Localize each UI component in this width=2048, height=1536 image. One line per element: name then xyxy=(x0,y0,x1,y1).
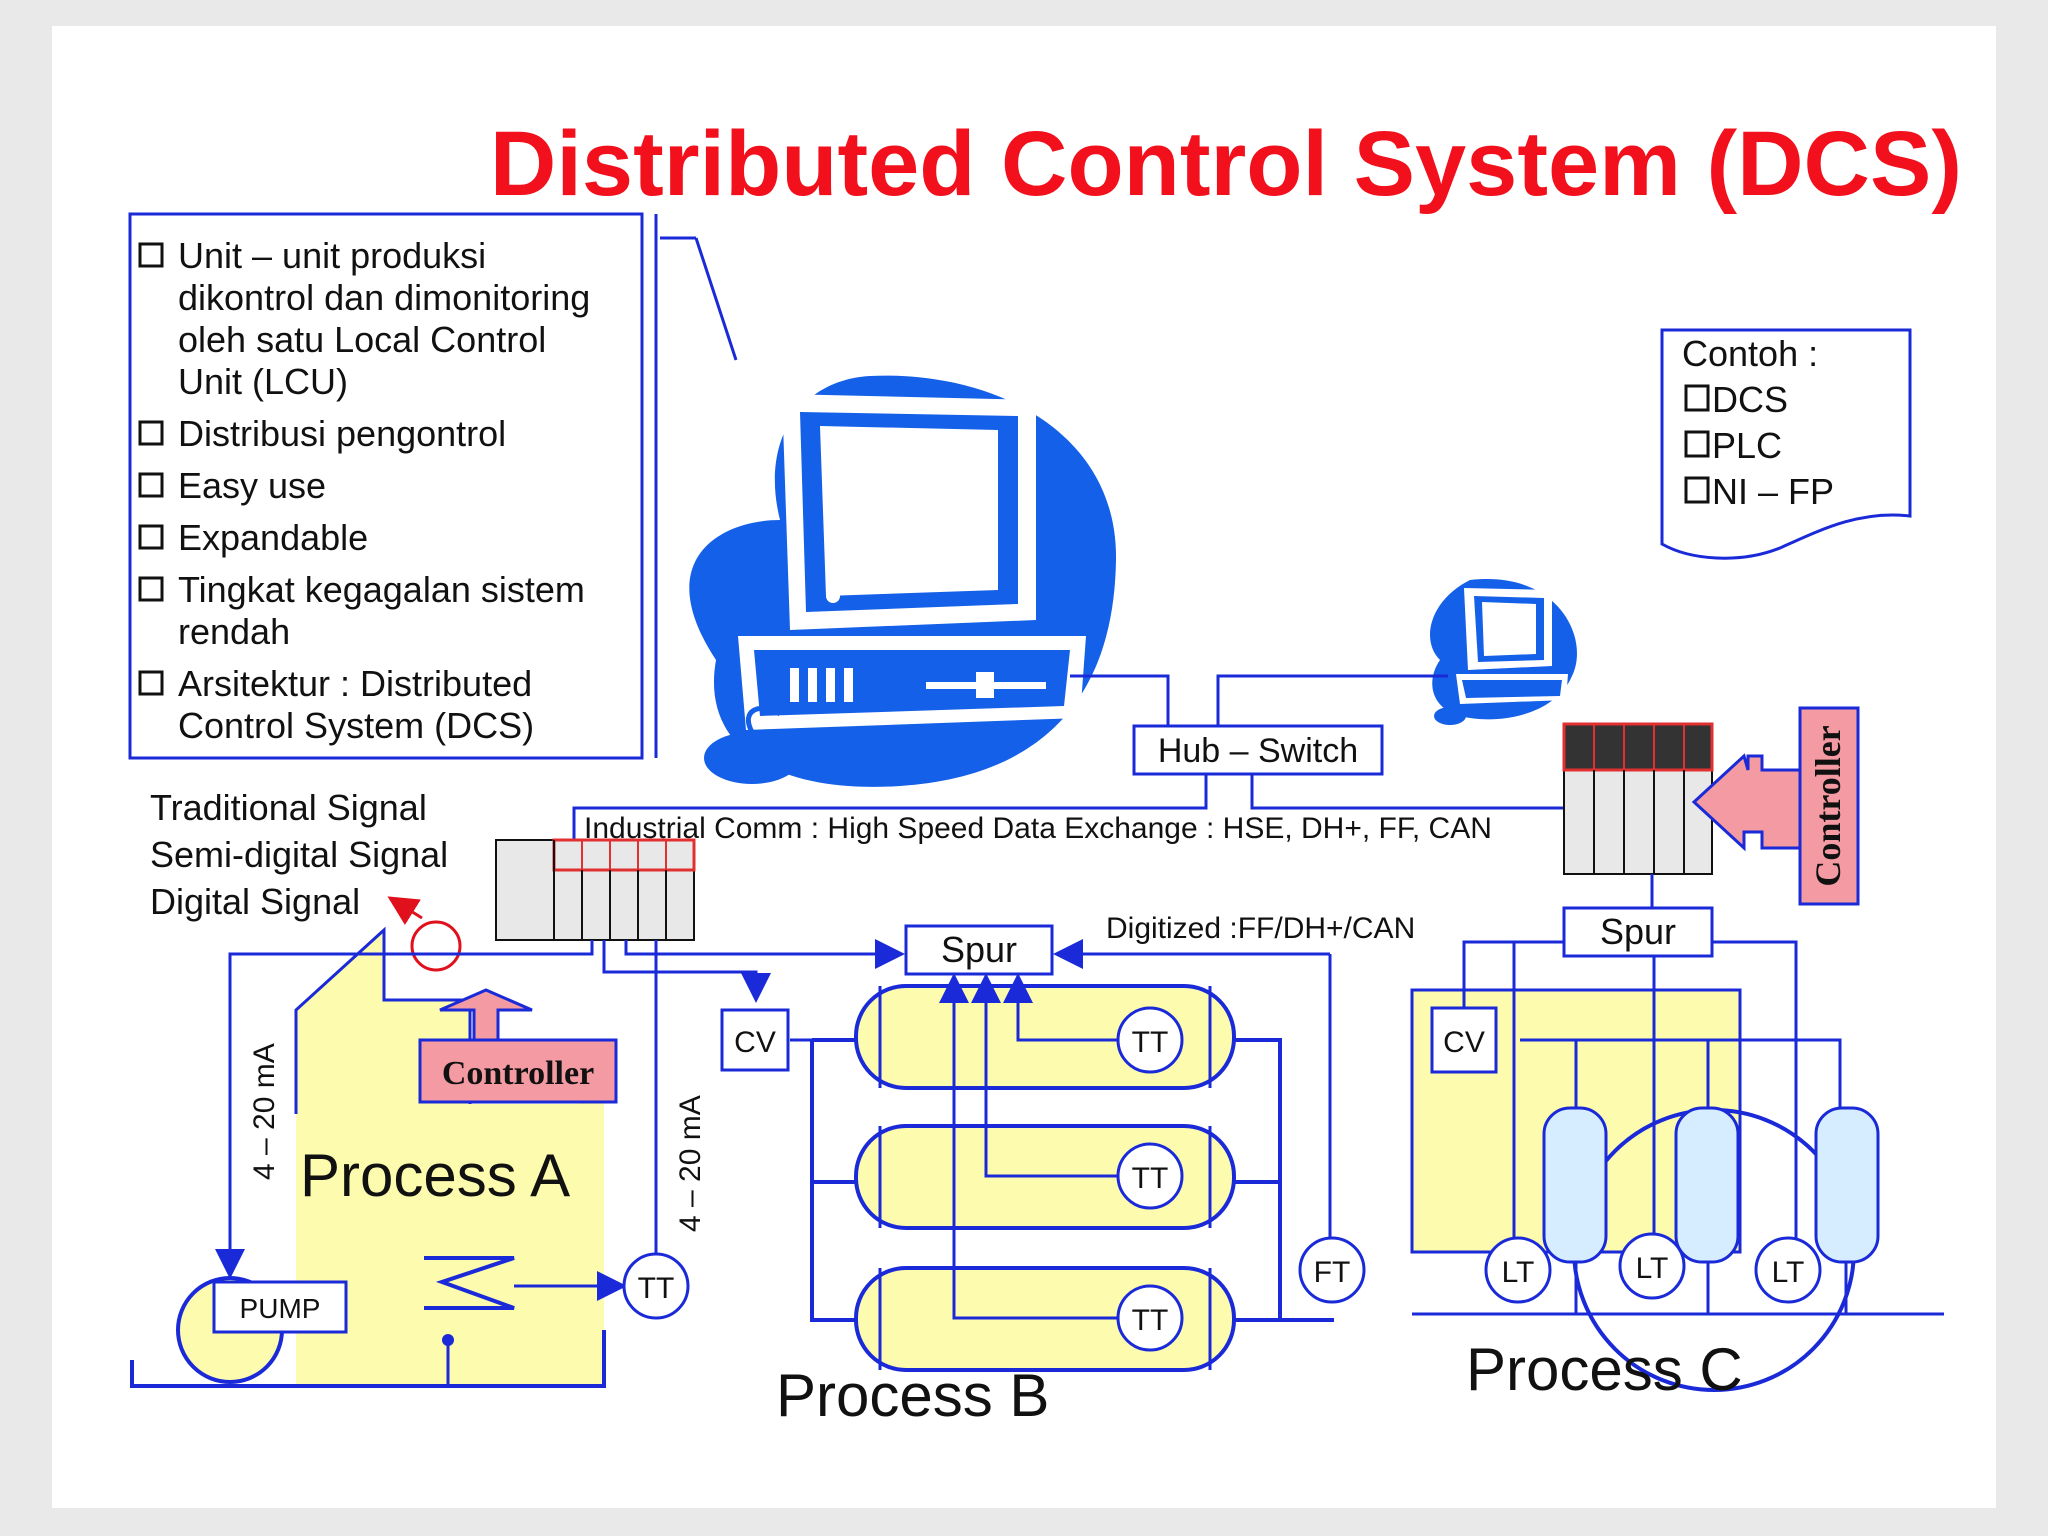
feature-item-line: Easy use xyxy=(178,465,326,506)
svg-text:CV: CV xyxy=(734,1026,776,1059)
ft-process-b: FT xyxy=(1298,1236,1366,1304)
page-title: Distributed Control System (DCS) xyxy=(490,113,1962,215)
process-c: Process C xyxy=(1410,988,1944,1403)
contoh-item: DCS xyxy=(1712,379,1788,420)
contoh-item: NI – FP xyxy=(1712,471,1834,512)
svg-text:Spur: Spur xyxy=(1600,911,1676,952)
analog-signal-lines xyxy=(215,940,658,1301)
spur-right: Spur xyxy=(1562,874,1714,958)
svg-text:TT: TT xyxy=(1132,1026,1169,1059)
checkbox-icon xyxy=(138,472,164,498)
feature-item-line: Tingkat kegagalan sistem xyxy=(178,569,585,610)
lt-process-c-3: LT xyxy=(1754,1236,1822,1304)
svg-text:FT: FT xyxy=(1314,1256,1351,1289)
lt-process-c-1: LT xyxy=(1484,1236,1552,1304)
hub-switch-label: Hub – Switch xyxy=(1158,732,1358,770)
signal-item: Semi-digital Signal xyxy=(150,834,448,875)
checkbox-icon xyxy=(1684,384,1710,412)
contoh-items: DCS PLC NI – FP xyxy=(1684,379,1834,512)
feature-item-line: Control System (DCS) xyxy=(178,705,534,746)
contoh-item: PLC xyxy=(1712,425,1782,466)
network-links xyxy=(572,674,1566,840)
signal-item: Digital Signal xyxy=(150,881,360,922)
svg-text:TT: TT xyxy=(1132,1162,1169,1195)
checkbox-icon xyxy=(138,420,164,446)
svg-text:LT: LT xyxy=(1772,1256,1805,1289)
computer-icon xyxy=(689,375,1117,787)
process-b: Process B xyxy=(776,984,1334,1429)
controller-arrow-right: Controller xyxy=(1691,706,1860,906)
svg-text:LT: LT xyxy=(1502,1256,1535,1289)
feature-item-line: Unit – unit produksi xyxy=(178,235,486,276)
checkbox-icon xyxy=(1684,430,1710,458)
digitized-label: Digitized :FF/DH+/CAN xyxy=(1106,912,1415,945)
feature-item-line: Expandable xyxy=(178,517,368,558)
svg-text:Spur: Spur xyxy=(941,929,1017,970)
controller-rack-left xyxy=(495,838,696,941)
process-a-label: Process A xyxy=(300,1142,570,1209)
feature-item-line: rendah xyxy=(178,611,290,652)
process-b-label: Process B xyxy=(776,1362,1049,1429)
tt-process-b-2: TT xyxy=(1116,1142,1184,1210)
checkbox-icon xyxy=(138,670,164,696)
svg-text:CV: CV xyxy=(1443,1026,1485,1059)
controller-label-a: Controller xyxy=(442,1055,594,1092)
signal-marker-circle xyxy=(410,920,462,972)
checkbox-icon xyxy=(138,242,164,268)
contoh-heading: Contoh : xyxy=(1682,333,1818,374)
lt-process-c-2: LT xyxy=(1618,1232,1686,1300)
checkbox-icon xyxy=(1684,476,1710,504)
controller-label-right: Controller xyxy=(1808,725,1848,886)
industrial-bus-label: Industrial Comm : High Speed Data Exchan… xyxy=(584,812,1492,845)
process-a: Process A PUMP Controller xyxy=(130,926,618,1388)
checkbox-icon xyxy=(138,576,164,602)
process-c-label: Process C xyxy=(1466,1336,1743,1403)
tt-process-b-3: TT xyxy=(1116,1284,1184,1352)
feature-item-line: Arsitektur : Distributed xyxy=(178,663,532,704)
cv-process-c: CV xyxy=(1430,1006,1498,1074)
feature-item-line: oleh satu Local Control xyxy=(178,319,546,360)
tt-process-a: TT xyxy=(622,1252,690,1320)
svg-text:TT: TT xyxy=(1132,1304,1169,1337)
feature-item-line: Unit (LCU) xyxy=(178,361,348,402)
tt-process-b-1: TT xyxy=(1116,1006,1184,1074)
tt-links xyxy=(939,973,1120,1320)
small-computer-icon xyxy=(1430,579,1577,725)
cv-process-b: CV xyxy=(720,1008,812,1072)
spur-left: Spur xyxy=(904,924,1054,976)
contoh-box: Contoh : DCS PLC NI – FP xyxy=(1660,328,1912,560)
feature-item-line: dikontrol dan dimonitoring xyxy=(178,277,590,318)
svg-text:LT: LT xyxy=(1636,1252,1669,1285)
svg-text:TT: TT xyxy=(638,1272,675,1305)
signal-item: Traditional Signal xyxy=(150,787,427,828)
spur-right-links xyxy=(1462,940,1798,1240)
hub-switch: Hub – Switch xyxy=(1132,724,1384,776)
pump-label: PUMP xyxy=(240,1293,321,1324)
current-label-a: 4 – 20 mA xyxy=(248,1043,281,1180)
controller-rack-right xyxy=(1562,722,1714,875)
current-label-b: 4 – 20 mA xyxy=(674,1095,707,1232)
checkbox-icon xyxy=(138,524,164,550)
digital-links-left xyxy=(602,939,1332,1262)
feature-item-line: Distribusi pengontrol xyxy=(178,413,506,454)
